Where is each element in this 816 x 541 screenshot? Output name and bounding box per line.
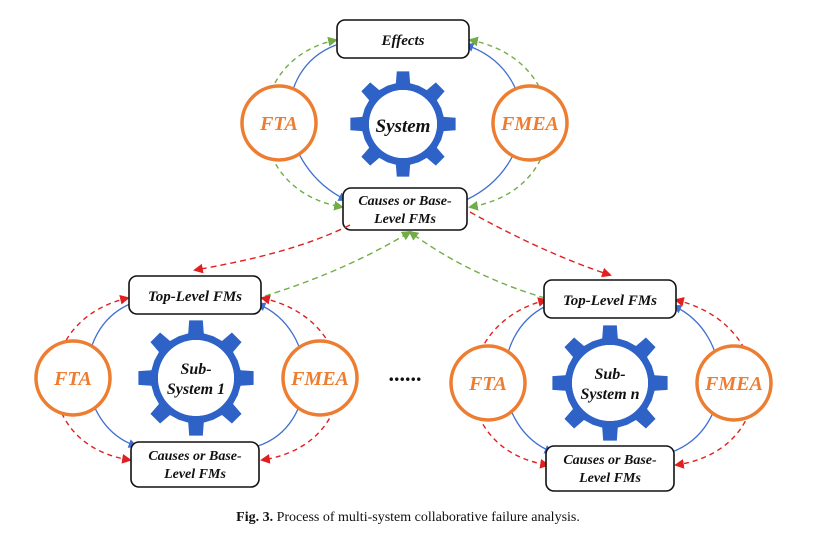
causes-box-top — [342, 187, 468, 231]
gear-hole — [369, 90, 437, 158]
system-gear-icon — [350, 71, 456, 177]
causes-line2-sub1: Level FMs — [163, 467, 226, 482]
gear-body — [138, 320, 254, 436]
subsystem-1-gear-line2: System 1 — [167, 381, 225, 398]
causes-line1-sub1: Causes or Base- — [148, 449, 242, 464]
fmea-circle-sub1 — [281, 339, 359, 417]
fta-circle-top — [240, 84, 318, 162]
red-loop-right-subn — [674, 297, 755, 469]
red-link-to-sub1 — [193, 224, 351, 274]
top-level-box-sub1 — [128, 275, 262, 315]
causes-box-subn — [545, 445, 675, 492]
fta-label-sub1: FTA — [53, 368, 92, 390]
causes-line2-top: Level FMs — [373, 212, 436, 227]
gear-body — [350, 71, 456, 177]
top-level-box-subn — [543, 279, 677, 319]
figure-caption: Fig. 3. Process of multi-system collabor… — [0, 510, 816, 526]
green-link-from-sub1 — [264, 230, 412, 297]
subsystem-n-gear-line2: System n — [580, 386, 639, 403]
system-gear-label: System — [376, 116, 431, 137]
fmea-circle-top — [491, 84, 569, 162]
causes-line1-top: Causes or Base- — [358, 194, 452, 209]
fta-circle-sub1 — [34, 339, 112, 417]
subsystem-1-gear-line1: Sub- — [180, 361, 211, 378]
subsystem-1-group: Top-Level FMs FTA FMEA Sub- System 1 Cau… — [34, 275, 359, 488]
gear-body — [552, 325, 668, 441]
gear-hole — [158, 340, 234, 416]
fta-label-top: FTA — [259, 113, 298, 135]
fmea-circle-subn — [695, 344, 773, 422]
effects-box — [336, 19, 470, 59]
red-loop-left-subn — [472, 297, 550, 469]
ellipsis: ...... — [389, 361, 422, 386]
system-group: Effects FTA FMEA System Causes or Base- … — [240, 19, 569, 231]
causes-line2-subn: Level FMs — [578, 471, 641, 486]
top-level-label-subn: Top-Level FMs — [563, 293, 657, 309]
fta-label-subn: FTA — [468, 373, 507, 395]
subsystem-n-gear-icon — [552, 325, 668, 441]
fta-circle-subn — [449, 344, 527, 422]
subsystem-n-group: Top-Level FMs FTA FMEA Sub- System n Cau… — [449, 279, 773, 492]
subsystem-n-gear-line1: Sub- — [594, 366, 625, 383]
causes-box-sub1 — [130, 441, 260, 488]
effects-label: Effects — [380, 33, 424, 49]
subsystem-1-gear-icon — [138, 320, 254, 436]
causes-line1-subn: Causes or Base- — [563, 453, 657, 468]
red-link-to-subn — [469, 211, 612, 278]
gear-hole — [572, 345, 648, 421]
top-level-label-sub1: Top-Level FMs — [148, 289, 242, 305]
fmea-label-sub1: FMEA — [290, 368, 349, 390]
fmea-label-subn: FMEA — [704, 373, 763, 395]
caption-text: Process of multi-system collaborative fa… — [276, 510, 580, 525]
green-loop-right — [468, 36, 550, 211]
green-link-from-subn — [408, 230, 546, 299]
fmea-label-top: FMEA — [500, 113, 559, 135]
caption-label: Fig. 3. — [236, 510, 274, 525]
red-loop-right-sub1 — [260, 294, 340, 464]
